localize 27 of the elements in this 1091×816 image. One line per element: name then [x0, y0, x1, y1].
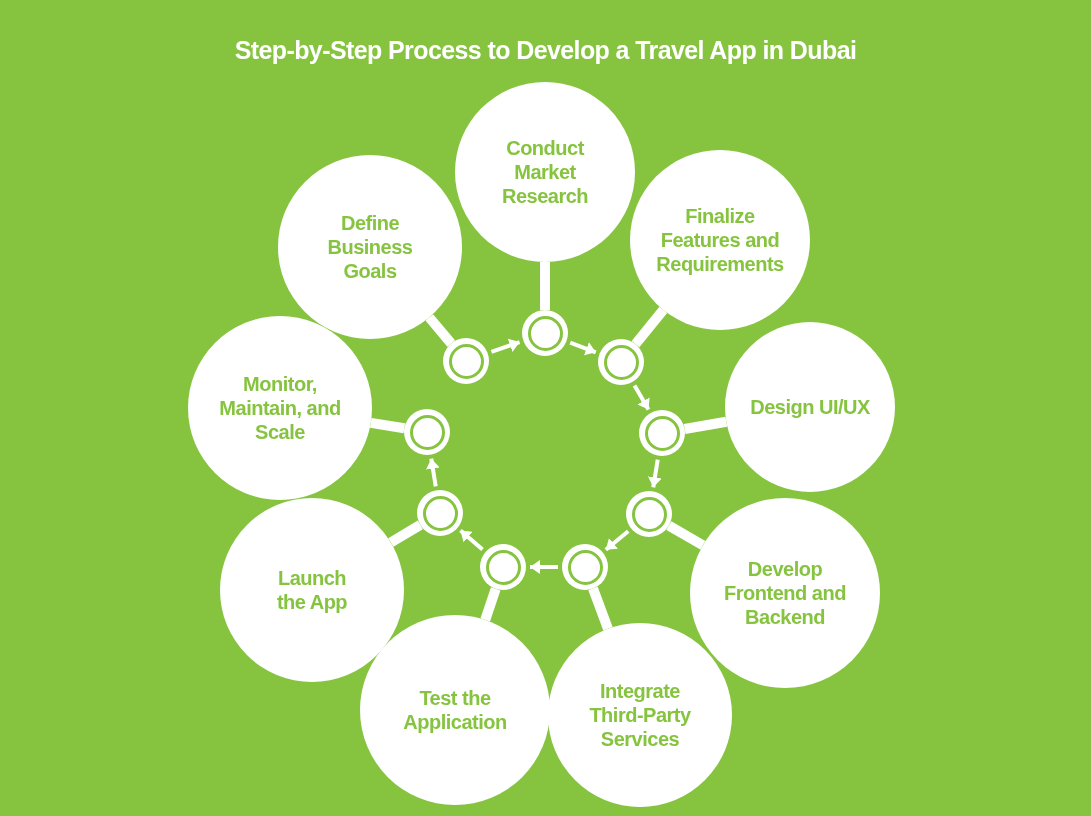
step-label: Test the Application — [402, 686, 508, 734]
arrow — [490, 338, 521, 354]
step-label: Develop Frontend and Backend — [723, 557, 847, 629]
step-label: Define Business Goals — [326, 211, 414, 283]
step-label: Launch the App — [275, 566, 349, 614]
arrow — [459, 529, 484, 551]
step-label: Conduct Market Research — [500, 136, 590, 208]
step-label: Design UI/UX — [749, 395, 871, 419]
connector-stem — [631, 306, 668, 348]
step-label: Monitor, Maintain, and Scale — [218, 372, 342, 444]
connector-stem — [540, 262, 550, 310]
connector-stem — [425, 314, 455, 347]
arrow — [604, 529, 630, 552]
step-label: Integrate Third-Party Services — [588, 679, 692, 751]
connector-stem — [370, 417, 406, 434]
connector-stem — [588, 586, 613, 631]
connector-stem — [666, 521, 706, 550]
connector-stem — [480, 587, 501, 622]
arrow — [530, 560, 558, 574]
arrow — [647, 459, 662, 488]
connector-stem — [683, 416, 728, 434]
arrow — [632, 384, 651, 411]
connector-stem — [388, 520, 423, 547]
arrow — [425, 458, 440, 487]
step-label: Finalize Features and Requirements — [655, 204, 785, 276]
title: Step-by-Step Process to Develop a Travel App in Dubai — [234, 35, 857, 66]
arrow — [569, 340, 597, 356]
